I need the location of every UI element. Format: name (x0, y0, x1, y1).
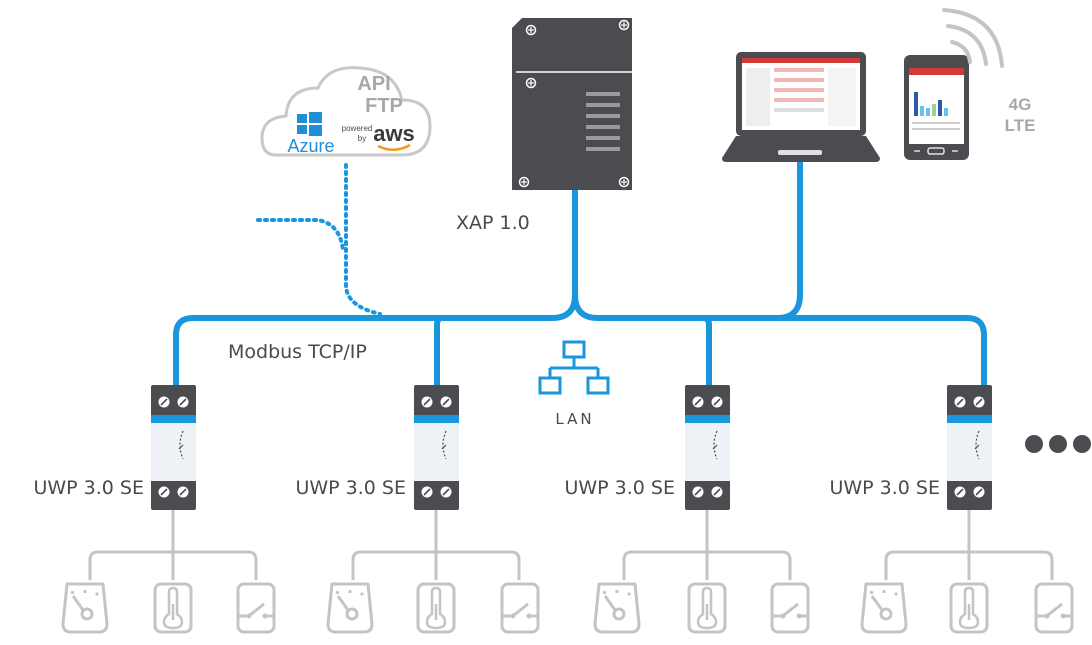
sensor-group-2 (326, 508, 540, 634)
aws-powered-label: powered (342, 124, 373, 133)
laptop-icon (722, 52, 880, 162)
windows-icon (297, 112, 322, 136)
cloud: API FTP Azure powered by aws (260, 66, 432, 157)
thermometer-icon (153, 582, 193, 634)
switch-icon (1034, 582, 1074, 634)
uwp-module-label: UWP 3.0 SE (295, 477, 406, 499)
azure-label: Azure (287, 136, 334, 156)
lan-icon (538, 340, 610, 395)
network-lte-label: LTE (1005, 116, 1036, 135)
thermometer-icon (416, 582, 456, 634)
sensor-group-3 (593, 508, 810, 634)
thermometer-icon (949, 582, 989, 634)
uwp-module-1: UWP 3.0 SE (33, 384, 197, 511)
phone-icon (904, 55, 969, 160)
gateway-device (512, 18, 632, 190)
thermometer-icon (687, 582, 727, 634)
uwp-module-4: UWP 3.0 SE (829, 384, 993, 511)
sensor-group-4 (860, 508, 1074, 634)
switch-icon (500, 582, 540, 634)
modbus-label: Modbus TCP/IP (228, 341, 367, 363)
aws-label: aws (373, 121, 415, 146)
gauge-icon (326, 582, 374, 634)
gauge-icon (860, 582, 908, 634)
uwp-module-label: UWP 3.0 SE (564, 477, 675, 499)
switch-icon (236, 582, 276, 634)
wireless-signal-icon (942, 8, 1004, 68)
switch-icon (770, 582, 810, 634)
cloud-api-label: API (357, 73, 390, 95)
sensor-group-1 (61, 508, 276, 634)
aws-by-label: by (358, 134, 366, 143)
aws-smile-icon (377, 143, 411, 151)
cloud-link (256, 163, 382, 316)
cloud-ftp-label: FTP (365, 95, 403, 117)
uwp-module-3: UWP 3.0 SE (564, 384, 731, 511)
network-4g-label: 4G (1009, 95, 1032, 114)
gauge-icon (61, 582, 109, 634)
network-bus (173, 157, 987, 391)
gateway-vent-icon (586, 92, 620, 151)
more-modules-icon (1025, 435, 1091, 453)
uwp-module-2: UWP 3.0 SE (295, 384, 460, 511)
gauge-icon (593, 582, 641, 634)
gateway-label: XAP 1.0 (456, 212, 530, 234)
lan-label: LAN (555, 410, 594, 428)
uwp-module-label: UWP 3.0 SE (829, 477, 940, 499)
uwp-module-label: UWP 3.0 SE (33, 477, 144, 499)
